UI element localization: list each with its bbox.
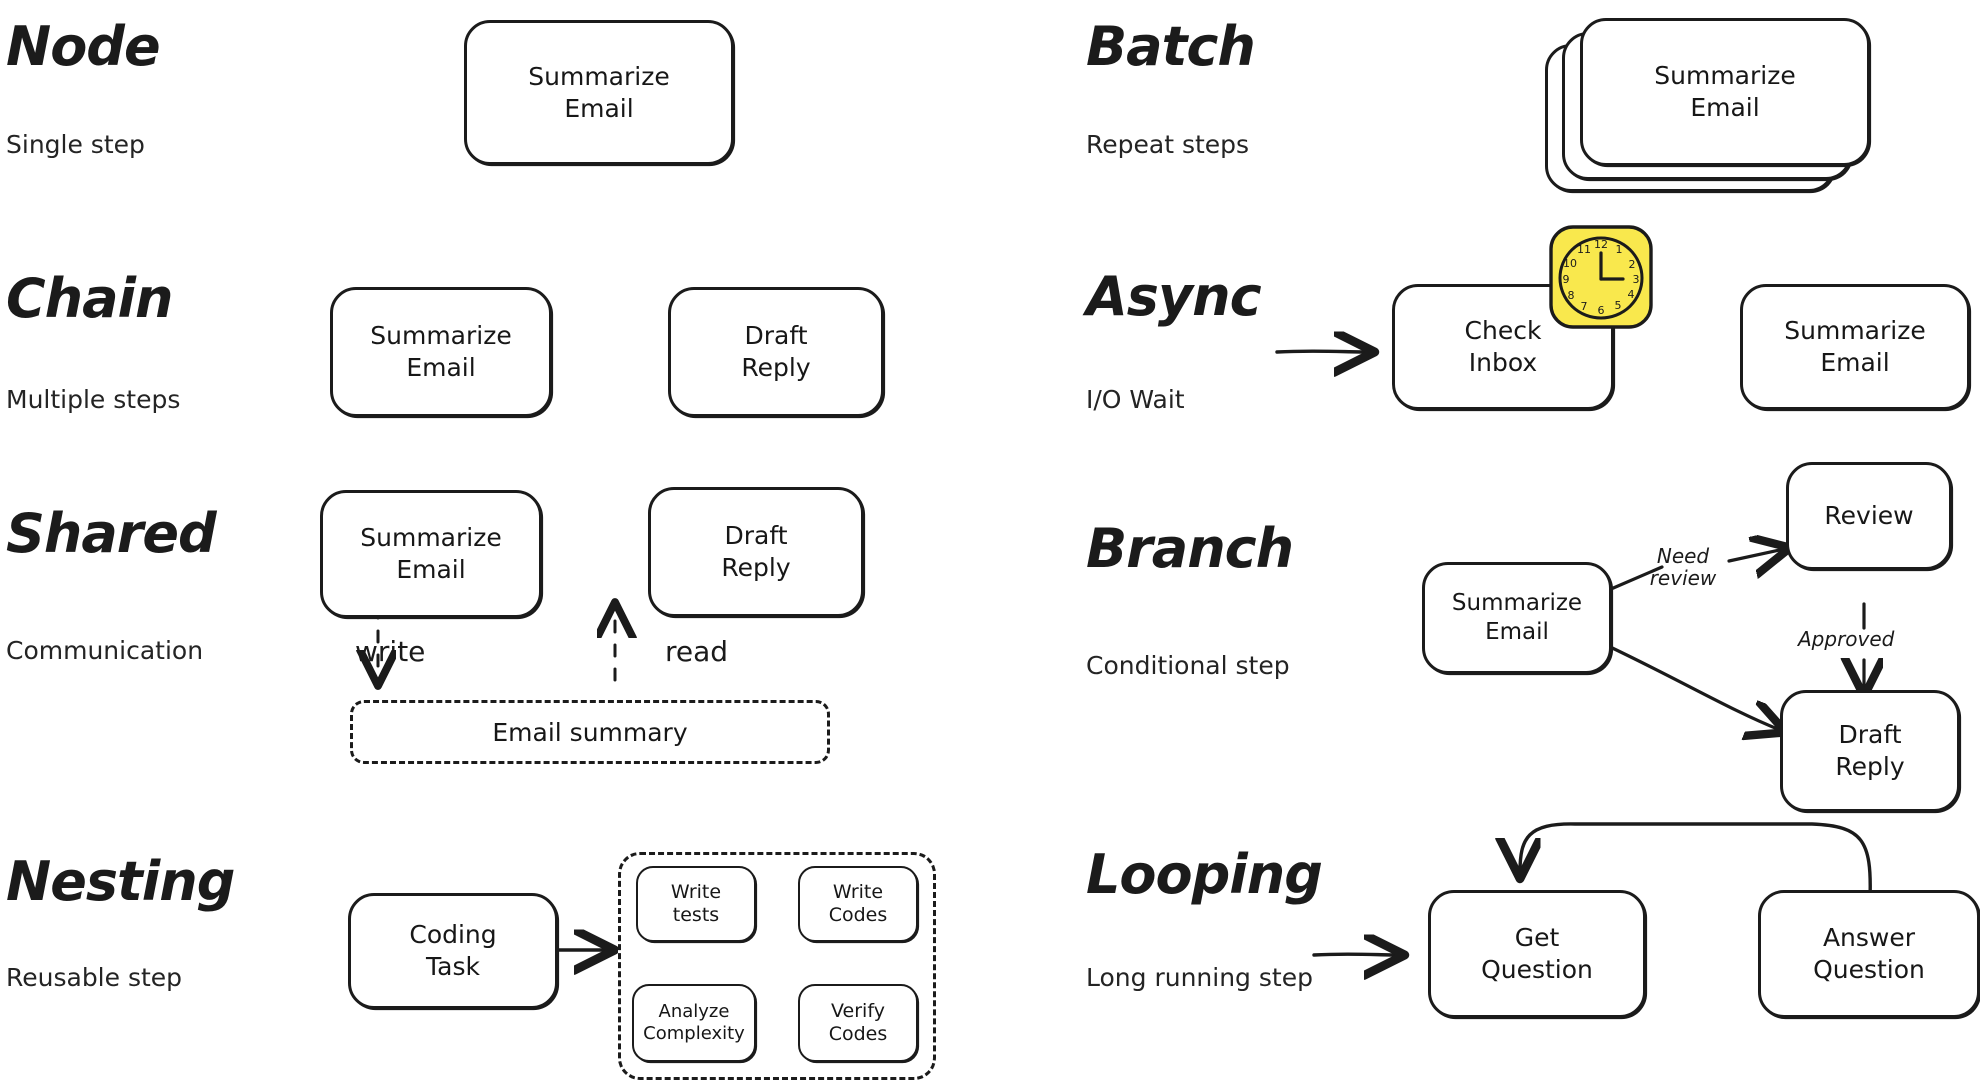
node-summarize-email[interactable]: Summarize Email	[464, 20, 734, 165]
svg-text:2: 2	[1629, 258, 1636, 271]
svg-text:4: 4	[1628, 288, 1635, 301]
datastore-email-summary[interactable]: Email summary	[350, 700, 830, 764]
node-branch-summarize-email[interactable]: Summarize Email	[1422, 562, 1612, 674]
svg-text:10: 10	[1563, 257, 1577, 270]
node-label: Answer Question	[1813, 923, 1925, 984]
pattern-subtitle-batch: Repeat steps	[1086, 130, 1250, 159]
pattern-subtitle-node: Single step	[6, 130, 145, 159]
node-label: Summarize Email	[370, 321, 512, 382]
node-label: Summarize Email	[1654, 61, 1796, 122]
pattern-title-batch: Batch	[1086, 15, 1256, 78]
node-label: Write tests	[670, 880, 722, 926]
node-label: Summarize Email	[1451, 589, 1583, 645]
edge-async-1	[1275, 351, 1368, 352]
node-verify-codes[interactable]: Verify Codes	[798, 984, 918, 1062]
node-label: Check Inbox	[1464, 316, 1542, 377]
pattern-title-branch: Branch	[1086, 517, 1294, 580]
node-async-summarize-email[interactable]: Summarize Email	[1740, 284, 1970, 410]
pattern-subtitle-shared: Communication	[6, 636, 204, 665]
node-label: Get Question	[1481, 923, 1593, 984]
node-label: Summarize Email	[528, 61, 670, 123]
edge-label-need-review: Need review	[1649, 544, 1717, 590]
pattern-subtitle-looping: Long running step	[1086, 963, 1313, 992]
node-label: Summarize Email	[1784, 316, 1926, 377]
node-label: Verify Codes	[828, 999, 888, 1045]
svg-text:6: 6	[1598, 304, 1605, 317]
edge-branch-direct	[1604, 643, 1780, 730]
pattern-title-node: Node	[6, 15, 161, 78]
pattern-subtitle-branch: Conditional step	[1086, 651, 1290, 680]
node-branch-review[interactable]: Review	[1786, 462, 1952, 570]
pattern-title-async: Async	[1086, 265, 1262, 328]
pattern-subtitle-nesting: Reusable step	[6, 963, 183, 992]
batch-card-front[interactable]: Summarize Email	[1580, 18, 1870, 166]
node-get-question[interactable]: Get Question	[1428, 890, 1646, 1018]
node-label: Draft Reply	[741, 321, 811, 382]
pattern-title-chain: Chain	[6, 267, 173, 330]
node-shared-summarize-email[interactable]: Summarize Email	[320, 490, 542, 618]
pattern-subtitle-chain: Multiple steps	[6, 385, 181, 414]
node-chain-draft-reply[interactable]: Draft Reply	[668, 287, 884, 417]
datastore-label: Email summary	[492, 717, 688, 747]
node-branch-draft-reply[interactable]: Draft Reply	[1780, 690, 1960, 812]
node-label: Draft Reply	[721, 521, 791, 582]
node-label: Review	[1824, 501, 1914, 530]
svg-text:11: 11	[1577, 243, 1591, 256]
svg-text:5: 5	[1615, 299, 1622, 312]
svg-text:1: 1	[1616, 243, 1623, 256]
edge-label-approved: Approved	[1798, 627, 1895, 651]
node-coding-task[interactable]: Coding Task	[348, 893, 558, 1009]
node-label: Analyze Complexity	[643, 1001, 745, 1044]
svg-text:3: 3	[1633, 273, 1640, 286]
node-label: Draft Reply	[1835, 720, 1905, 781]
edge-label-read: read	[665, 635, 729, 668]
node-answer-question[interactable]: Answer Question	[1758, 890, 1980, 1018]
pattern-title-shared: Shared	[6, 502, 217, 565]
edge-looping-forward	[1312, 954, 1398, 955]
node-write-tests[interactable]: Write tests	[636, 866, 756, 942]
pattern-title-looping: Looping	[1086, 843, 1323, 906]
svg-text:9: 9	[1563, 273, 1570, 286]
node-chain-summarize-email[interactable]: Summarize Email	[330, 287, 552, 417]
node-analyze-complexity[interactable]: Analyze Complexity	[632, 984, 756, 1062]
node-label: Coding Task	[409, 920, 497, 981]
clock-icon: 12 1 2 3 4 5 6 7 8 9 10 11	[1546, 222, 1656, 332]
node-shared-draft-reply[interactable]: Draft Reply	[648, 487, 864, 617]
edge-label-write: write	[355, 635, 426, 668]
svg-text:8: 8	[1568, 289, 1575, 302]
node-label: Summarize Email	[360, 523, 502, 584]
node-write-codes[interactable]: Write Codes	[798, 866, 918, 942]
svg-text:7: 7	[1581, 300, 1588, 313]
pattern-subtitle-async: I/O Wait	[1086, 385, 1185, 414]
node-label: Write Codes	[828, 880, 888, 926]
pattern-title-nesting: Nesting	[6, 850, 235, 913]
svg-text:12: 12	[1594, 238, 1608, 251]
edge-looping-back	[1520, 822, 1872, 900]
